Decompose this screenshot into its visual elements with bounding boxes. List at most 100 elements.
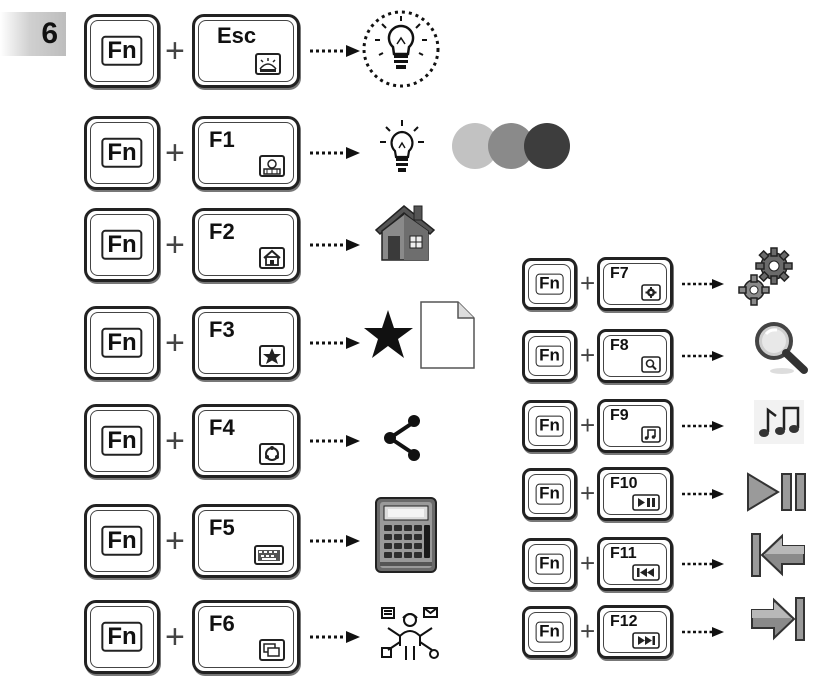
f1-key: F1 — [192, 116, 300, 190]
plus-sign: + — [580, 410, 596, 440]
dotted-arrow — [310, 239, 360, 251]
gear-icon — [641, 284, 661, 301]
f6-key: F6 — [192, 600, 300, 674]
gears-icon — [738, 247, 793, 306]
backlight-color-icon — [259, 155, 285, 177]
plus-sign: + — [165, 618, 185, 656]
dotted-arrow — [310, 435, 360, 447]
search-icon — [641, 356, 661, 373]
f10-key-label: F10 — [610, 475, 638, 492]
plus-sign: + — [580, 548, 596, 578]
fn-key-label: Fn — [101, 137, 143, 169]
page-number-tab: 6 — [0, 12, 66, 56]
fn-key: Fn — [522, 468, 577, 520]
fn-key: Fn — [522, 400, 577, 452]
f9-key-label: F9 — [610, 407, 629, 424]
f8-key: F8 — [597, 329, 673, 383]
fn-key-label: Fn — [101, 35, 143, 67]
f6-key-label: F6 — [209, 611, 235, 636]
fn-key: Fn — [522, 330, 577, 382]
calculator-icon — [375, 497, 437, 573]
fn-key-label: Fn — [535, 415, 564, 437]
dotted-arrow — [682, 421, 724, 431]
f7-key-label: F7 — [610, 265, 629, 282]
fn-key: Fn — [84, 14, 160, 88]
f3-key-label: F3 — [209, 317, 235, 342]
next-track-arrow-icon — [751, 597, 805, 641]
f7-key: F7 — [597, 257, 673, 311]
fn-key: Fn — [522, 258, 577, 310]
f3-key: F3 — [192, 306, 300, 380]
plus-sign: + — [165, 226, 185, 264]
lightbulb-color-cycle-icon — [380, 120, 424, 172]
fn-key-label: Fn — [535, 621, 564, 643]
color-swatches — [452, 123, 570, 173]
magnifier-icon — [755, 322, 808, 374]
dotted-arrow — [682, 489, 724, 499]
star-icon — [259, 345, 285, 367]
fn-key-label: Fn — [535, 273, 564, 295]
f5-key: F5 — [192, 504, 300, 578]
esc-key: Esc — [192, 14, 300, 88]
f5-key-label: F5 — [209, 515, 235, 540]
f10-key: F10 — [597, 467, 673, 521]
plus-sign: + — [580, 268, 596, 298]
previous-track-icon — [632, 564, 660, 581]
fn-key-label: Fn — [535, 345, 564, 367]
dotted-arrow — [310, 147, 360, 159]
plus-sign: + — [580, 478, 596, 508]
dotted-arrow — [310, 535, 360, 547]
color-swatch-dark — [524, 123, 570, 169]
f12-key-label: F12 — [610, 613, 638, 630]
dotted-arrow — [682, 559, 724, 569]
share-icon — [384, 415, 420, 461]
fn-key: Fn — [522, 538, 577, 590]
dotted-arrow — [310, 337, 360, 349]
fn-key: Fn — [84, 600, 160, 674]
dotted-arrow — [310, 631, 360, 643]
f4-key: F4 — [192, 404, 300, 478]
f8-key-label: F8 — [610, 337, 629, 354]
f4-key-label: F4 — [209, 415, 235, 440]
home-icon — [259, 247, 285, 269]
music-notes-icon — [754, 400, 804, 444]
keyboard-icon — [254, 545, 284, 565]
f1-key-label: F1 — [209, 127, 235, 152]
fn-key-label: Fn — [101, 621, 143, 653]
f9-key: F9 — [597, 399, 673, 453]
esc-key-label: Esc — [217, 23, 257, 48]
plus-sign: + — [165, 134, 185, 172]
previous-track-arrow-icon — [751, 533, 805, 577]
dotted-arrow — [682, 627, 724, 637]
star-document-icon — [364, 301, 475, 369]
page-number: 6 — [41, 17, 58, 50]
plus-sign: + — [165, 522, 185, 560]
dotted-arrow — [682, 279, 724, 289]
fn-key: Fn — [84, 306, 160, 380]
fn-key-label: Fn — [535, 483, 564, 505]
fn-key-label: Fn — [101, 425, 143, 457]
plus-sign: + — [165, 32, 185, 70]
plus-sign: + — [580, 616, 596, 646]
house-icon — [374, 205, 436, 261]
fn-key: Fn — [522, 606, 577, 658]
fn-key-label: Fn — [101, 229, 143, 261]
play-pause-icon — [747, 472, 806, 512]
window-icon — [259, 639, 285, 661]
f2-key: F2 — [192, 208, 300, 282]
multitask-person-icon — [381, 607, 439, 660]
plus-sign: + — [165, 324, 185, 362]
f2-key-label: F2 — [209, 219, 235, 244]
fn-key-label: Fn — [101, 327, 143, 359]
fn-key: Fn — [84, 208, 160, 282]
plus-sign: + — [580, 340, 596, 370]
next-track-icon — [632, 632, 660, 649]
keyboard-backlight-icon — [255, 53, 281, 75]
lightbulb-dotted-circle-icon — [362, 10, 440, 88]
music-note-icon — [641, 426, 661, 443]
fn-key-label: Fn — [535, 553, 564, 575]
dotted-arrow — [682, 351, 724, 361]
fn-key: Fn — [84, 116, 160, 190]
fn-key: Fn — [84, 404, 160, 478]
dotted-arrow — [310, 45, 360, 57]
